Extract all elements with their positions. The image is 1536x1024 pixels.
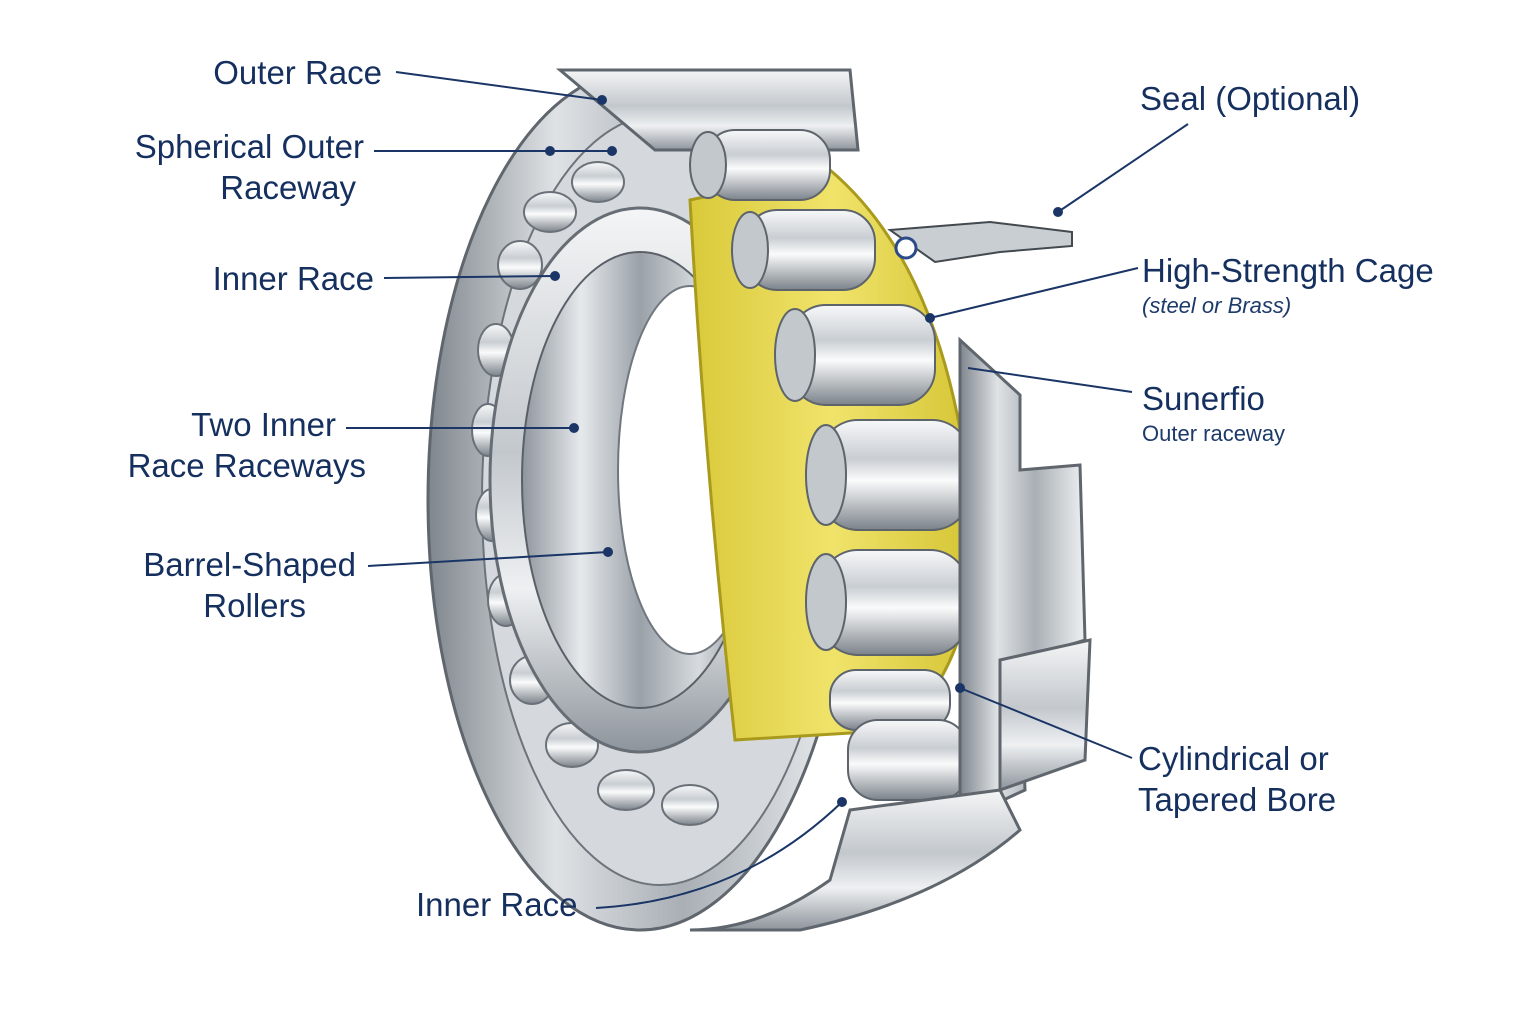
label-sunerfio: Sunerfio Outer raceway bbox=[1142, 378, 1285, 449]
leader-seal bbox=[1057, 123, 1189, 213]
back-roller bbox=[497, 240, 543, 290]
leader-dot bbox=[837, 797, 847, 807]
leader-dots bbox=[545, 95, 1063, 807]
label-spherical-outer-raceway: Spherical Outer Raceway bbox=[134, 128, 364, 206]
label-cage: High-Strength Cage (steel or Brass) bbox=[1142, 250, 1434, 321]
leader-dot bbox=[597, 95, 607, 105]
leader-cage bbox=[929, 267, 1139, 319]
leader-sunerfio bbox=[967, 367, 1133, 393]
leader-inner-race-bottom bbox=[595, 801, 843, 909]
back-roller bbox=[571, 161, 625, 203]
leader-barrel-shaped-rollers bbox=[367, 551, 609, 567]
front-rollers bbox=[689, 129, 971, 801]
leader-dot bbox=[569, 423, 579, 433]
leader-lines bbox=[346, 71, 1189, 909]
cage-roller bbox=[847, 719, 969, 801]
outer-race-flange bbox=[998, 638, 1092, 793]
label-seal: Seal (Optional) bbox=[1140, 80, 1361, 117]
roller-end bbox=[805, 424, 847, 526]
back-roller bbox=[597, 769, 655, 811]
seal-ring bbox=[894, 236, 918, 260]
inner-race-section-bottom bbox=[689, 788, 1022, 932]
roller-end bbox=[689, 131, 727, 199]
label-two-inner-race-raceways: Two Inner Race Raceways bbox=[127, 406, 366, 484]
label-inner-race-bottom: Inner Race bbox=[416, 886, 578, 923]
leader-dot bbox=[607, 146, 617, 156]
leader-dot bbox=[1053, 207, 1063, 217]
leader-dot bbox=[550, 271, 560, 281]
label-cage-note: (steel or Brass) bbox=[1142, 293, 1292, 318]
label-barrel-shaped-rollers: Barrel-Shaped Rollers bbox=[143, 546, 356, 624]
label-sunerfio-note: Outer raceway bbox=[1142, 421, 1286, 446]
leader-bore bbox=[959, 687, 1133, 759]
roller-end bbox=[731, 211, 769, 289]
leader-dot bbox=[955, 683, 965, 693]
leader-inner-race-top bbox=[383, 275, 556, 279]
leader-dot bbox=[925, 313, 935, 323]
roller-end bbox=[774, 308, 816, 402]
label-inner-race-top: Inner Race bbox=[212, 260, 374, 297]
label-outer-race: Outer Race bbox=[213, 54, 382, 91]
seal bbox=[887, 220, 1073, 264]
back-roller bbox=[523, 191, 577, 233]
back-roller bbox=[661, 784, 719, 826]
leader-dot bbox=[603, 547, 613, 557]
leader-dot bbox=[545, 146, 555, 156]
roller-end bbox=[805, 553, 847, 651]
label-bore: Cylindrical or Tapered Bore bbox=[1138, 740, 1337, 818]
leader-outer-race bbox=[395, 71, 603, 101]
